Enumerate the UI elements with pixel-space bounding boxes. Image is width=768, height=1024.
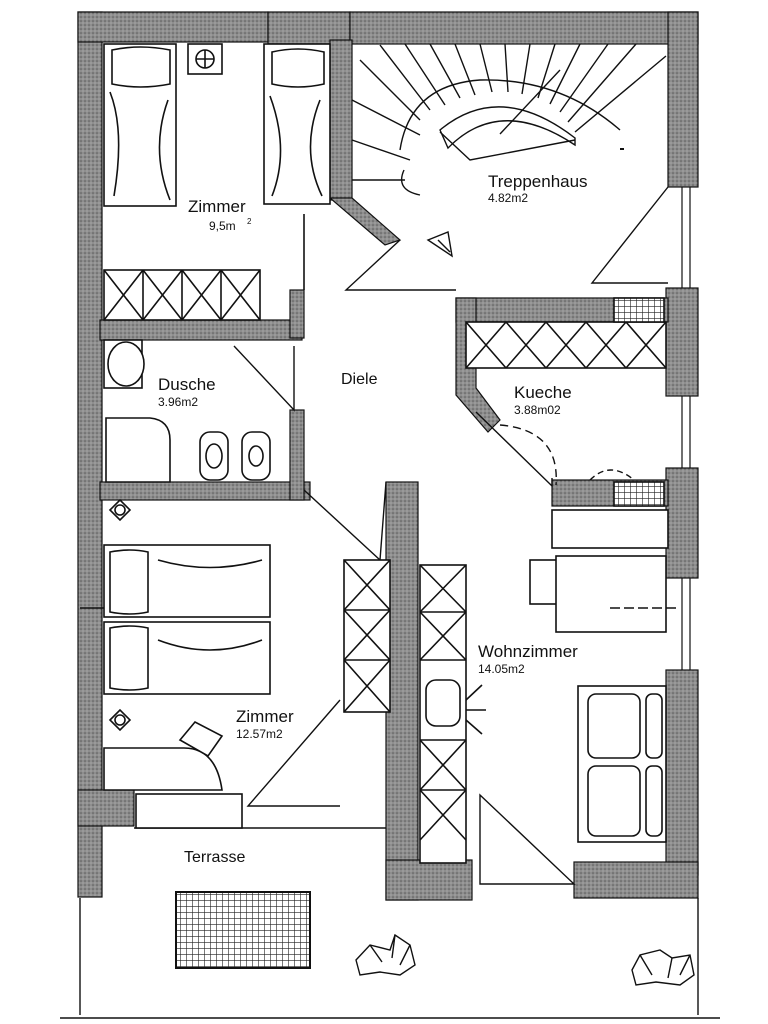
pillow-right xyxy=(271,48,325,88)
dusche-fixtures xyxy=(103,339,271,483)
label-zimmer2-name: Zimmer xyxy=(236,707,294,726)
sideboard xyxy=(551,509,669,549)
dusche-zimmer-wall xyxy=(99,481,311,501)
zimmer-dusche-wall xyxy=(99,319,303,341)
zimmer1-furniture xyxy=(103,43,331,321)
label-kueche-name: Kueche xyxy=(514,383,572,402)
outer-left-wall xyxy=(77,11,103,898)
label-wohnzimmer-name: Wohnzimmer xyxy=(478,642,578,661)
label-dusche-name: Dusche xyxy=(158,375,216,394)
plant-left xyxy=(355,933,416,976)
kitchen-furniture xyxy=(465,297,667,507)
wohnzimmer-furniture xyxy=(343,509,676,864)
label-diele-name: Diele xyxy=(341,371,378,388)
label-zimmer1-area-sup: 2 xyxy=(247,217,252,226)
central-wall xyxy=(385,481,419,901)
top-wall-right xyxy=(349,11,699,45)
terrace-grate xyxy=(175,891,311,969)
washbasin-bowl xyxy=(107,341,145,387)
top-wall-left xyxy=(77,11,269,43)
bottom-wall-right xyxy=(573,861,699,899)
top-wall-middle xyxy=(267,11,351,45)
plant-right xyxy=(631,949,695,986)
label-zimmer2-area: 12.57m2 xyxy=(236,727,283,741)
shower-tray xyxy=(105,417,171,483)
label-treppenhaus-name: Treppenhaus xyxy=(488,172,588,191)
door-swings xyxy=(233,186,669,885)
pillow-upper xyxy=(109,549,149,615)
sofa-cushion-1 xyxy=(587,693,641,759)
stair-partition-wall xyxy=(329,39,353,201)
bottom-wall-left xyxy=(77,789,135,827)
label-dusche-area: 3.96m2 xyxy=(158,395,198,409)
window-sill xyxy=(135,793,243,829)
label-wohnzimmer-area: 14.05m2 xyxy=(478,662,525,676)
outer-right-wall-upper xyxy=(667,11,699,188)
pillow-left xyxy=(111,46,171,88)
window-strips xyxy=(681,187,691,670)
bottom-wall-center xyxy=(385,859,473,901)
tv-chair xyxy=(425,679,461,727)
dusche-right-wall xyxy=(289,409,305,501)
zimmer-door-jamb xyxy=(289,289,305,339)
label-zimmer1-name: Zimmer xyxy=(188,197,246,216)
stove-bottom xyxy=(613,481,665,507)
label-treppenhaus-area: 4.82m2 xyxy=(488,191,528,205)
stair-diagonal-wall xyxy=(328,197,402,246)
staircase xyxy=(351,43,667,258)
outer-right-wall-lower xyxy=(665,669,699,876)
zimmer2-furniture xyxy=(80,498,271,829)
label-zimmer1-area: 9,5m xyxy=(209,219,236,233)
pillow-lower xyxy=(109,625,149,691)
outer-right-wall-kitchen xyxy=(665,287,699,397)
label-terrasse-name: Terrasse xyxy=(184,849,245,866)
label-kueche-area: 3.88m02 xyxy=(514,403,561,417)
outer-right-wall-middle xyxy=(665,467,699,579)
room-labels: Zimmer 9,5m 2 Treppenhaus 4.82m2 Dusche … xyxy=(158,172,588,866)
walls xyxy=(77,11,699,901)
desk xyxy=(103,747,223,791)
stove-top xyxy=(613,297,665,323)
sofa-cushion-2 xyxy=(587,765,641,837)
desk-chair xyxy=(178,720,224,758)
dining-table xyxy=(555,555,667,633)
